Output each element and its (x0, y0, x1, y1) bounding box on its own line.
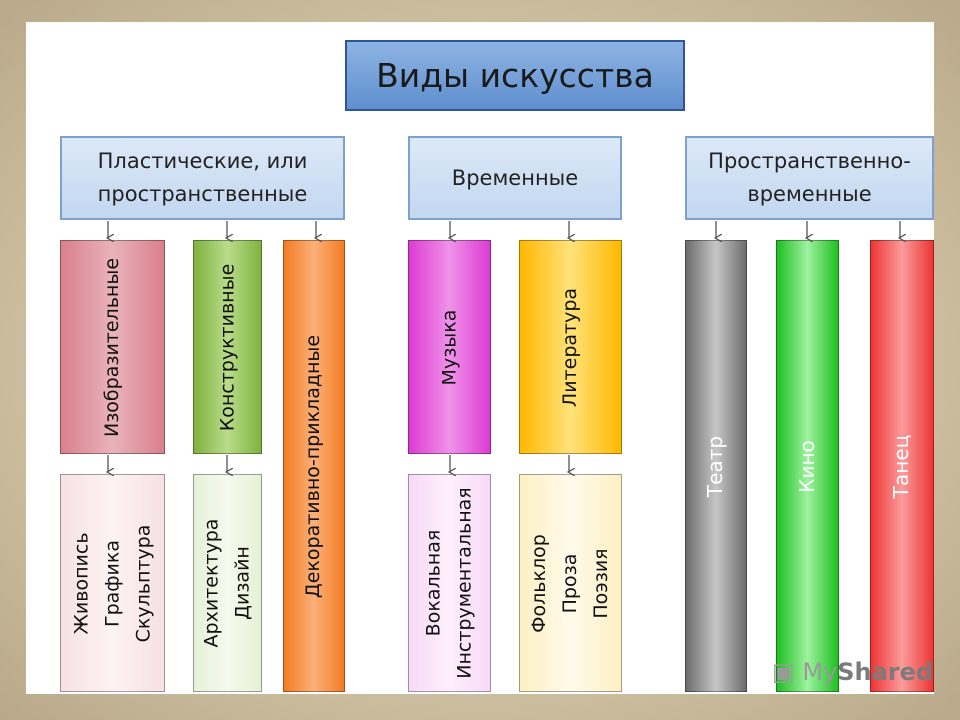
subtypes-literature: Фольклор Проза Поэзия (519, 474, 622, 692)
subtypes-music: Вокальная Инструментальная (408, 474, 491, 692)
type-fine-arts: Изобразительные (60, 240, 165, 454)
type-dance: Танец (870, 240, 934, 692)
watermark-prefix: My (802, 658, 838, 686)
watermark-logo-icon: ▣ (772, 658, 803, 686)
watermark: ▣ MyShared (772, 658, 933, 686)
category-plastic: Пластические, или пространственные (60, 136, 345, 220)
category-spacetime: Пространственно- временные (685, 136, 934, 220)
type-cinema: Кино (776, 240, 839, 692)
category-temporal: Временные (408, 136, 622, 220)
type-theatre: Театр (685, 240, 747, 692)
type-constructive: Конструктивные (193, 240, 262, 454)
category-spacetime-line-1: Пространственно- (708, 149, 911, 173)
subtypes-constructive: Архитектура Дизайн (193, 474, 262, 692)
type-literature: Литература (519, 240, 622, 454)
type-music: Музыка (408, 240, 491, 454)
category-spacetime-line-2: временные (747, 182, 872, 206)
type-decorative: Декоративно-прикладные (283, 240, 345, 692)
watermark-suffix: Shared (837, 658, 934, 686)
subtypes-fine-arts: Живопись Графика Скульптура (60, 474, 165, 692)
diagram-title: Виды искусства (345, 40, 685, 111)
category-plastic-line-1: Пластические, или (97, 149, 308, 173)
category-plastic-line-2: пространственные (97, 182, 308, 206)
